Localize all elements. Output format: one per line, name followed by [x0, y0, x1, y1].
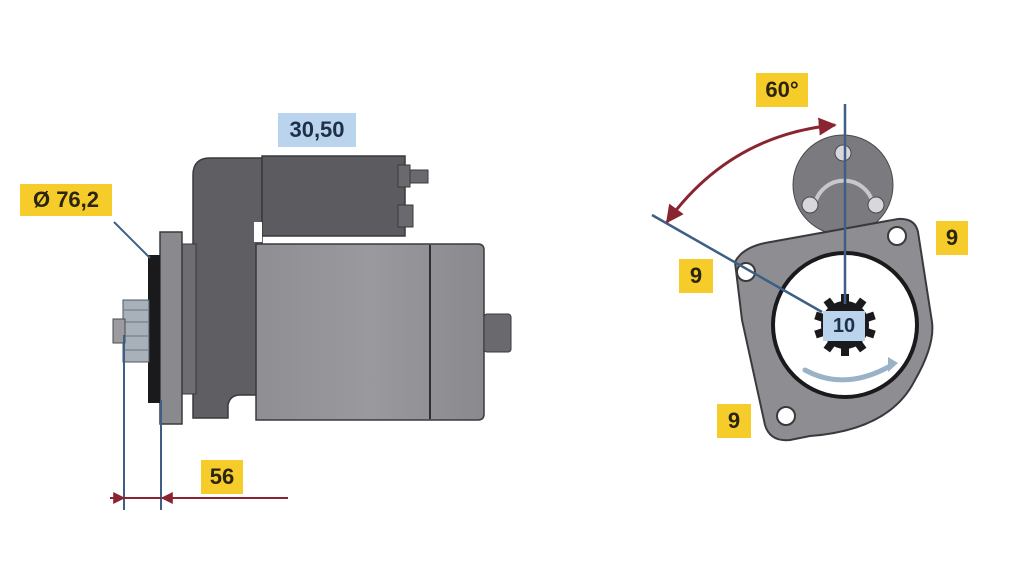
terminal-top: [397, 164, 411, 188]
side-view: [110, 155, 512, 510]
terminal-top-pin: [409, 169, 429, 184]
flange-plate: [159, 231, 183, 425]
hole-count-label-left: 9: [679, 259, 713, 293]
hole-count-label-top-right: 9: [936, 221, 968, 255]
mounting-hole-top-right: [887, 226, 907, 246]
rotation-arrow: [802, 362, 895, 383]
pinion-tip: [112, 318, 126, 344]
terminal-bottom: [397, 204, 414, 228]
solenoid-housing: [192, 157, 263, 419]
angle-60-arc: [665, 117, 837, 224]
angle-label: 60°: [756, 73, 808, 107]
motor-body: [255, 243, 485, 421]
flange-distance-label: 56: [201, 460, 243, 494]
solenoid-body: [261, 155, 406, 237]
gasket: [148, 255, 160, 403]
terminal-label: 30,50: [278, 113, 356, 147]
rear-shaft: [483, 313, 512, 353]
hole-count-label-bottom-left: 9: [717, 404, 751, 438]
pinion-teeth-label: 10: [823, 311, 865, 341]
mounting-hole-bottom-left: [776, 406, 796, 426]
diameter-label: Ø 76,2: [20, 184, 112, 216]
angled-axis-line: [651, 213, 823, 314]
pinion-gear: [122, 299, 150, 363]
diameter-leader: [113, 221, 151, 259]
